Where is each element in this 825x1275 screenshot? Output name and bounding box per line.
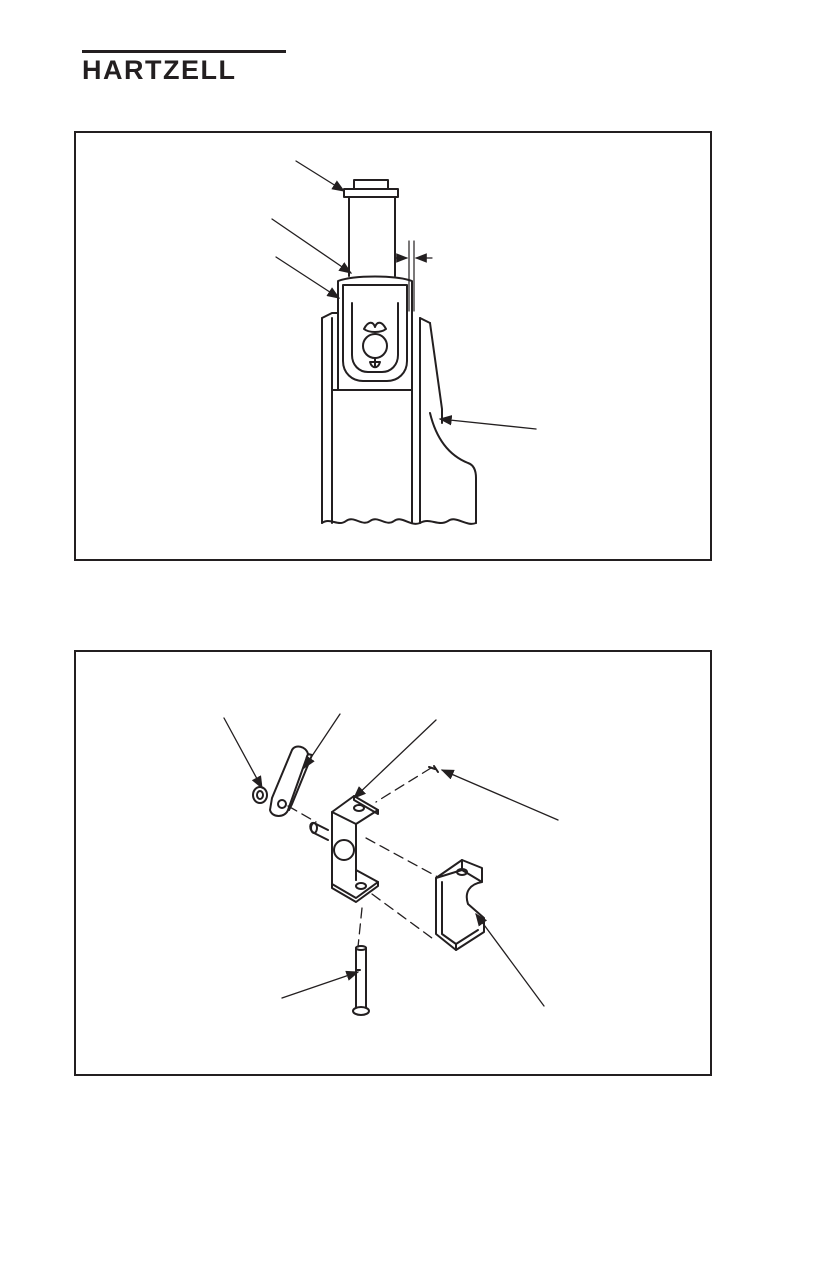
clearance-dimension xyxy=(394,240,433,312)
figure-2-frame xyxy=(74,650,712,1076)
assembly-axes xyxy=(287,767,459,948)
leader-clevis xyxy=(281,970,360,999)
pin-head xyxy=(343,179,399,198)
leader-washer xyxy=(223,717,263,790)
figure-1-drawing xyxy=(271,160,537,525)
leader-link xyxy=(303,713,341,770)
leader-pin-shaft xyxy=(271,218,353,274)
leader-bracket xyxy=(353,719,437,799)
leader-arm xyxy=(438,415,537,430)
washer xyxy=(252,786,268,804)
logo-rule xyxy=(82,50,286,53)
hartzell-logo: HARTZELL xyxy=(82,50,286,86)
cotter-pin xyxy=(428,765,439,773)
clevis-pin xyxy=(352,945,370,1016)
figure-2-drawing xyxy=(223,713,559,1016)
leader-lines xyxy=(271,160,537,430)
leader-pin-head xyxy=(295,160,346,192)
figure-1-frame xyxy=(74,131,712,561)
leader-lines-2 xyxy=(223,713,559,1007)
logo-wordmark: HARTZELL xyxy=(82,55,237,85)
bracket xyxy=(309,795,379,903)
leader-block xyxy=(275,256,341,299)
link-plate xyxy=(269,745,313,817)
leader-saddle xyxy=(475,912,545,1007)
pin-shaft xyxy=(348,196,396,277)
leader-cotter xyxy=(440,769,559,821)
saddle-block xyxy=(435,859,485,951)
swivel-block xyxy=(337,275,413,391)
